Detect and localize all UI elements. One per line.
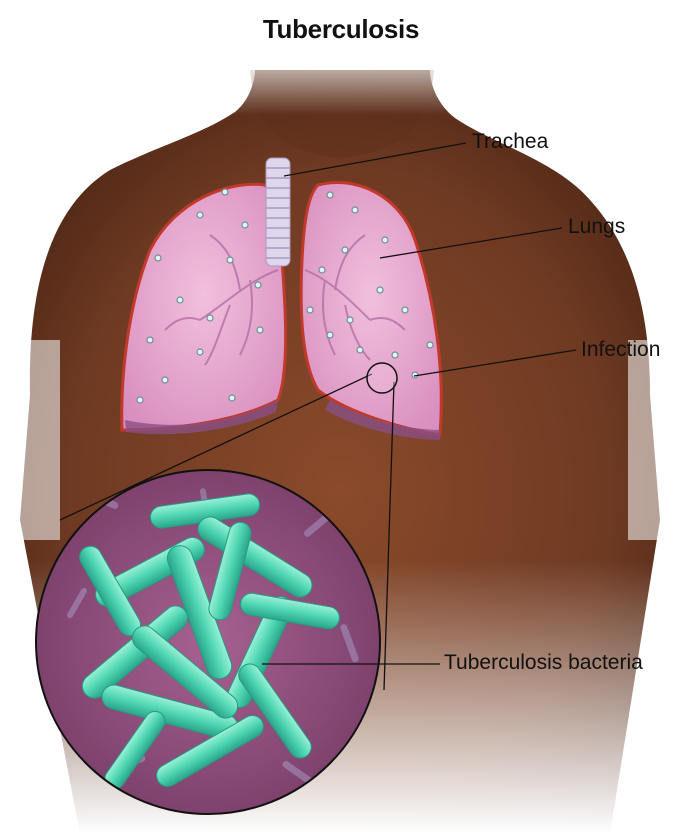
infection-focus-circle <box>367 363 397 393</box>
lungs-label: Lungs <box>568 215 625 239</box>
page-title: Tuberculosis <box>0 14 682 45</box>
magnified-bacteria-view <box>36 470 380 814</box>
trachea-label: Trachea <box>472 130 548 154</box>
bacteria-label: Tuberculosis bacteria <box>444 651 643 675</box>
infection-label: Infection <box>581 338 660 362</box>
trachea <box>266 158 290 266</box>
